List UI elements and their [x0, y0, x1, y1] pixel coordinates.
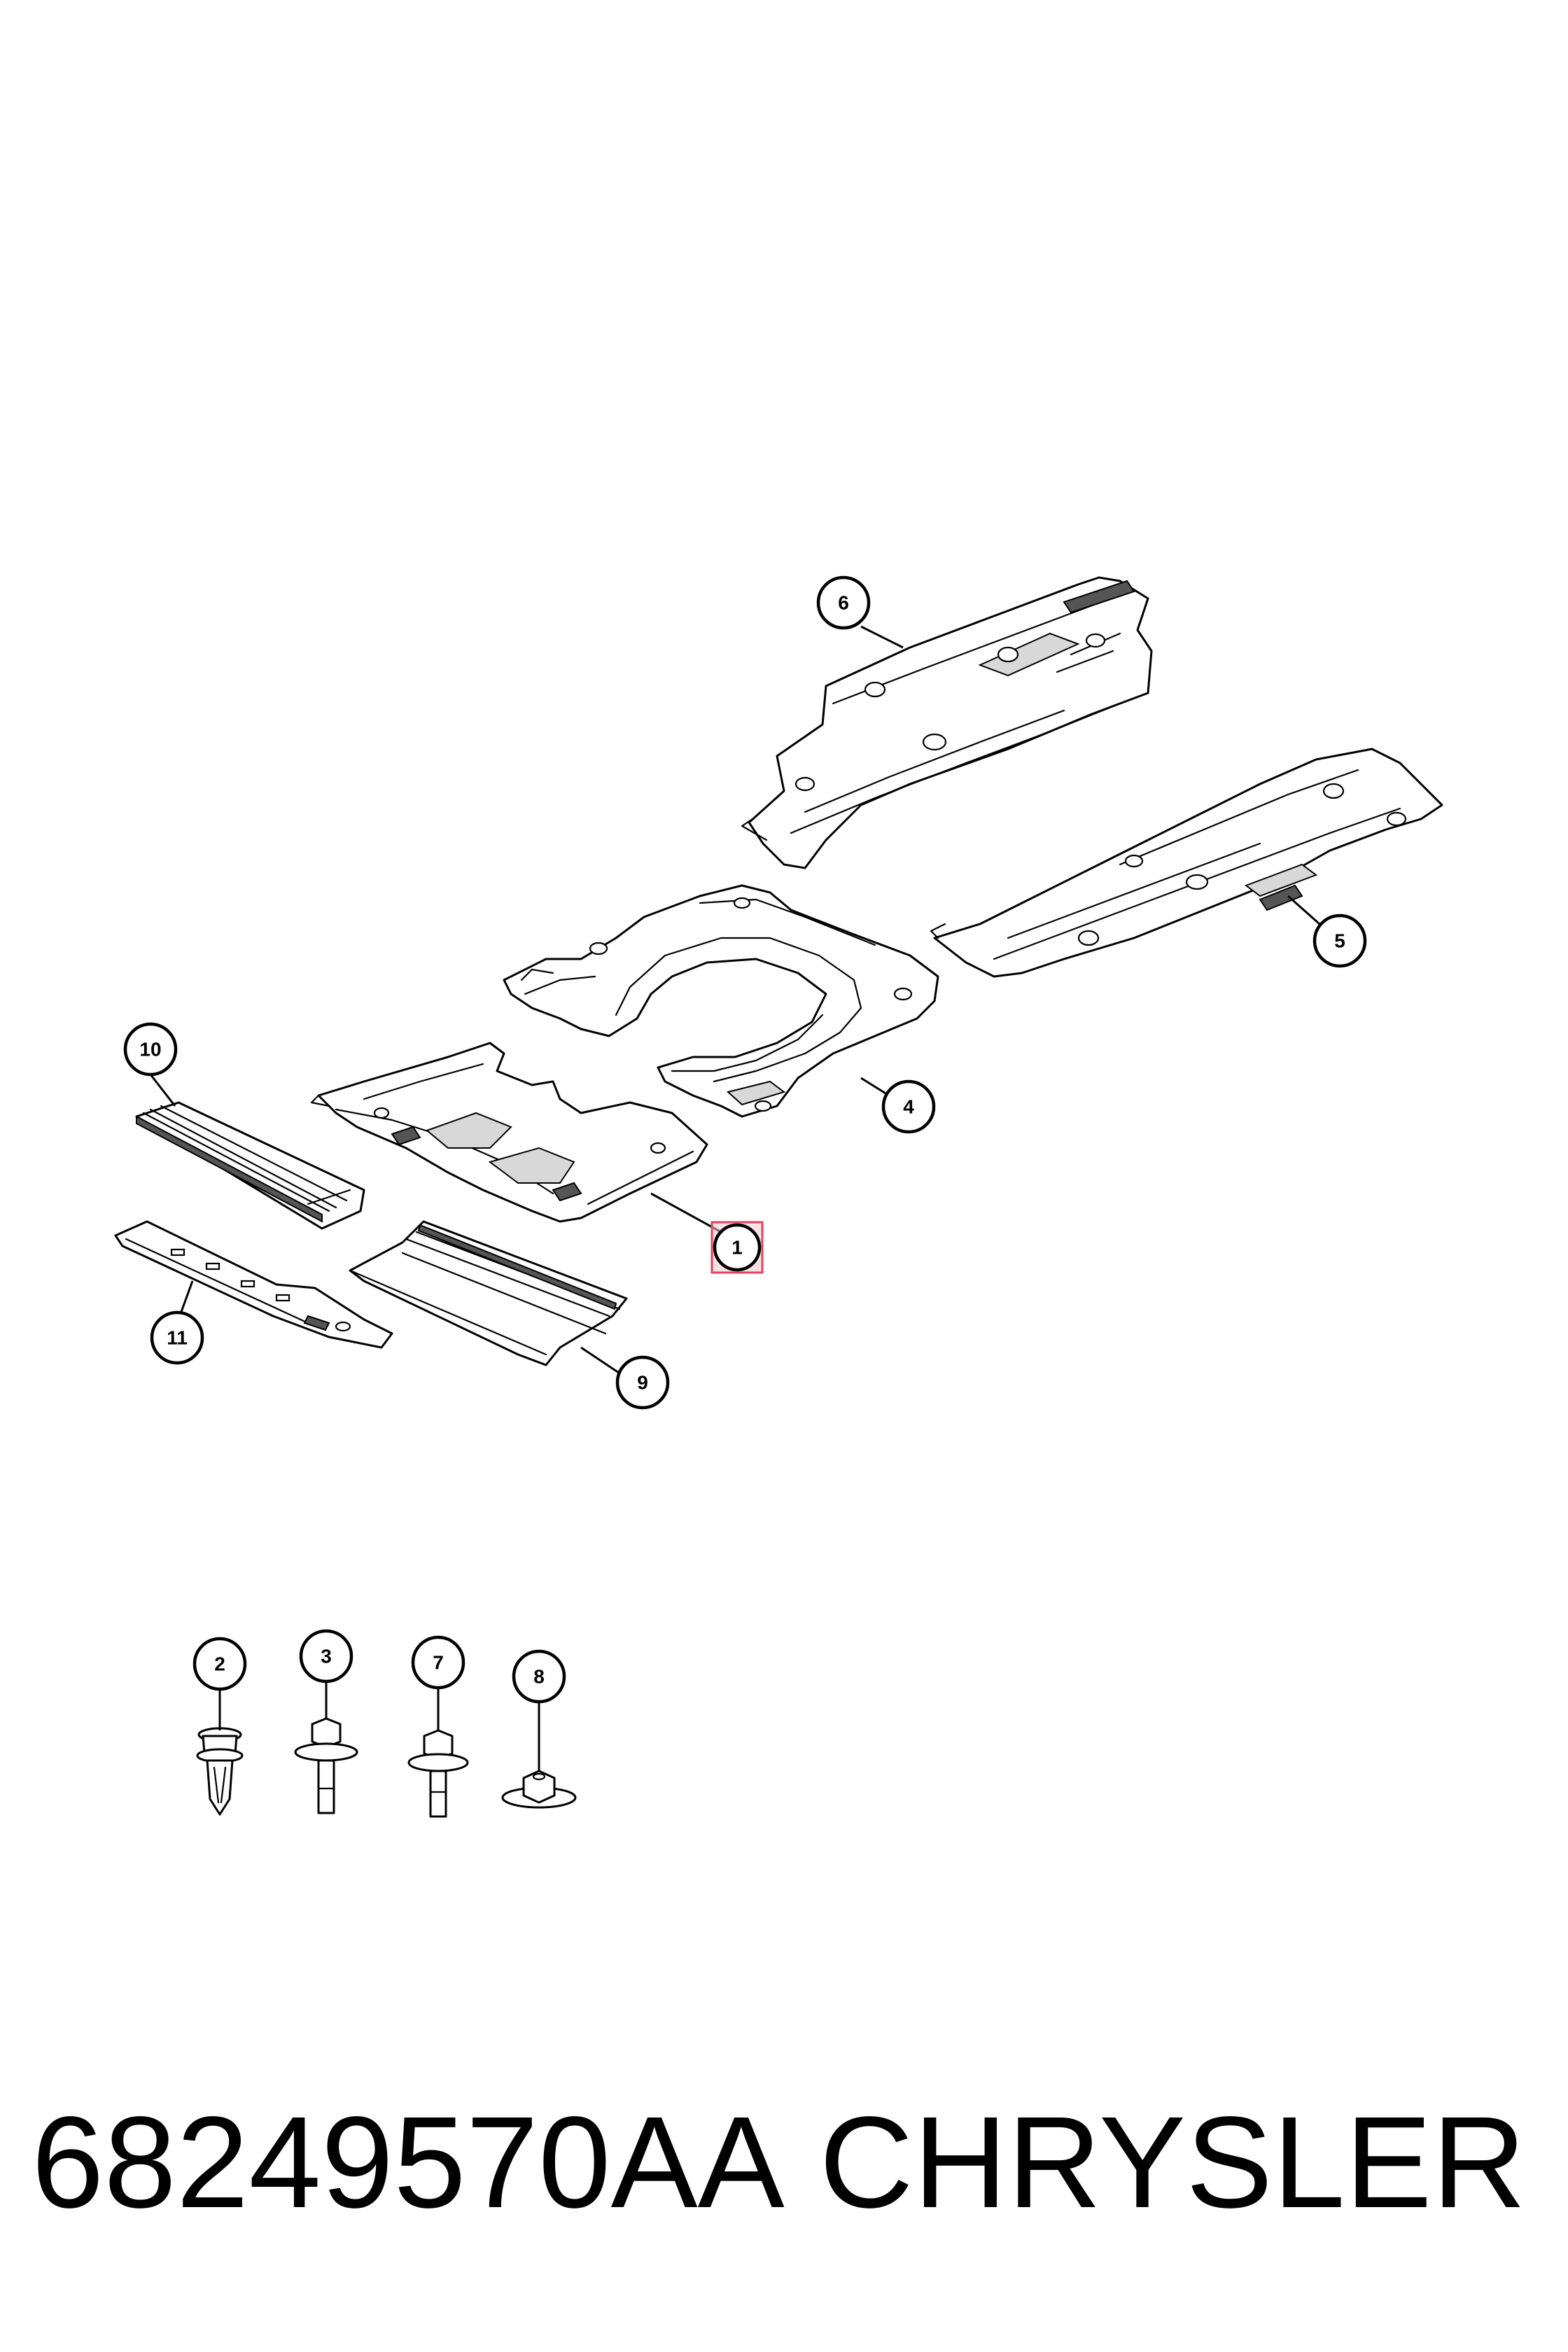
callout-1[interactable]: 1	[710, 1221, 764, 1274]
callout-2-label: 2	[214, 1653, 225, 1675]
part-5-shield	[930, 748, 1443, 978]
callout-11[interactable]: 11	[150, 1310, 204, 1365]
callout-10[interactable]: 10	[123, 1022, 178, 1077]
callout-5-label: 5	[1334, 930, 1345, 952]
callout-9-label: 9	[637, 1372, 648, 1394]
callout-5[interactable]: 5	[1312, 913, 1367, 968]
callout-10-label: 10	[139, 1039, 161, 1060]
callout-6[interactable]: 6	[816, 575, 871, 630]
part-6-shield	[741, 576, 1153, 869]
callout-8-label: 8	[533, 1666, 545, 1688]
callout-1-label: 1	[732, 1237, 743, 1259]
part-10-strip	[135, 1101, 365, 1230]
leader-lines	[149, 625, 1320, 1771]
callout-4[interactable]: 4	[881, 1079, 936, 1134]
callout-6-label: 6	[838, 592, 849, 614]
callout-8[interactable]: 8	[512, 1649, 566, 1704]
fastener-7-bolt	[407, 1729, 469, 1818]
callout-4-label: 4	[903, 1096, 914, 1118]
callout-2[interactable]: 2	[192, 1637, 247, 1691]
callout-7[interactable]: 7	[411, 1635, 465, 1690]
callout-7-label: 7	[433, 1652, 444, 1674]
callout-3-label: 3	[321, 1646, 332, 1667]
part-11-bracket	[114, 1220, 393, 1349]
brand-name: CHRYSLER	[819, 2090, 1526, 2235]
part-number: 68249570AA	[31, 2090, 785, 2235]
fastener-2-push-pin	[196, 1727, 244, 1816]
callout-9[interactable]: 9	[615, 1355, 670, 1410]
callout-3[interactable]: 3	[299, 1629, 354, 1684]
part-4-shield	[503, 884, 939, 1118]
part-9-strip	[349, 1220, 628, 1366]
fastener-8-nut	[501, 1770, 577, 1809]
fastener-3-bolt	[294, 1717, 358, 1814]
part-1-shield	[310, 1042, 708, 1223]
callout-11-label: 11	[167, 1327, 188, 1349]
